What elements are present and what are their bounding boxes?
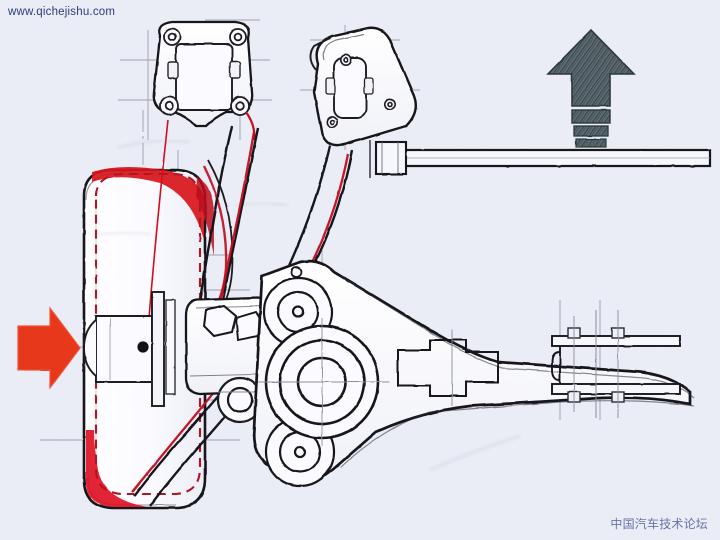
lateral-force-arrow[interactable] bbox=[17, 306, 81, 390]
wheel-center-marker bbox=[137, 341, 149, 353]
kingpin-axis-red bbox=[147, 119, 169, 331]
stabilizer-bar bbox=[369, 140, 712, 178]
paper-smudges bbox=[91, 140, 521, 471]
lower-control-arm bbox=[252, 259, 695, 488]
vertical-motion-arrow[interactable] bbox=[546, 28, 636, 148]
rear-bushing-mount bbox=[551, 310, 681, 418]
wheel-hub-assembly bbox=[83, 291, 176, 407]
strut-mount-bracket bbox=[152, 20, 254, 128]
forum-name-watermark: 中国汽车技术论坛 bbox=[610, 517, 708, 531]
upper-link-bracket bbox=[309, 26, 417, 147]
bracket-red-accent bbox=[245, 111, 256, 141]
site-url-watermark: www.qichejishu.com bbox=[8, 6, 116, 18]
